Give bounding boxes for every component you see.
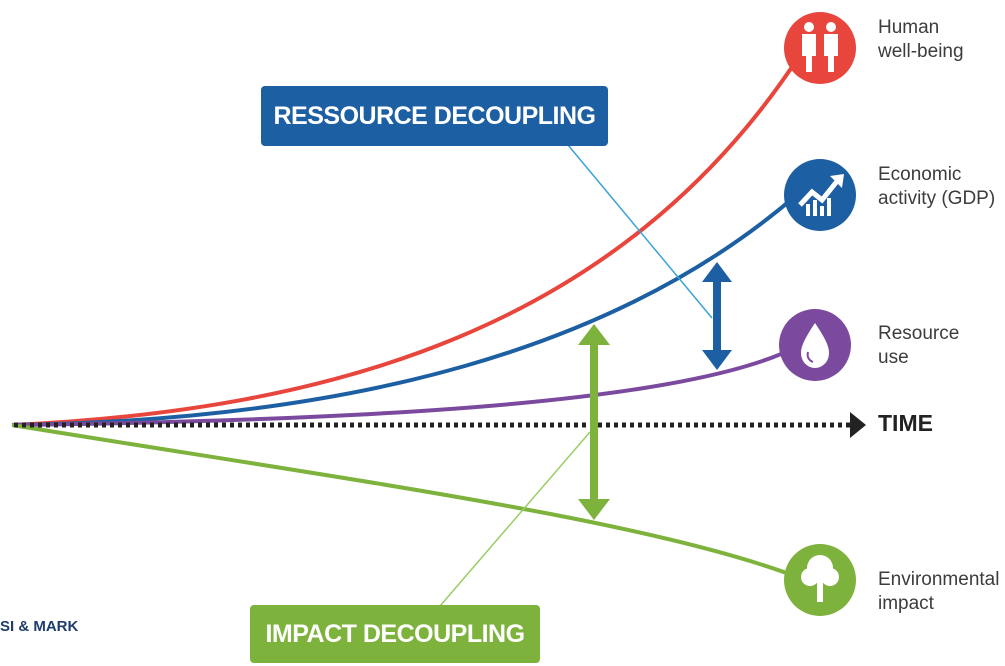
time-axis-label: TIME [878,410,933,436]
resource-decoupling-arrow [702,262,732,370]
curve-gdp [11,190,802,427]
resource-label: Resource use [878,323,960,368]
tree-icon [784,544,856,616]
impact-decoupling-text: IMPACT DECOUPLING [265,619,525,648]
wellbeing-label: Human well-being [878,17,964,62]
water-drop-icon [779,309,851,381]
growth-chart-icon [784,159,856,231]
resource-decoupling-text: RESSOURCE DECOUPLING [273,101,596,130]
impact-decoupling-box: IMPACT DECOUPLING [250,605,540,663]
resource-decoupling-box: RESSOURCE DECOUPLING [261,86,608,146]
curve-environment [11,423,801,580]
curve-wellbeing [11,53,802,427]
people-icon [784,12,856,84]
curve-resource [11,343,801,427]
time-axis-arrowhead [850,412,866,438]
impact-decoupling-arrow [578,324,610,520]
environment-label: Environmental impact [878,569,1000,614]
gdp-label: Economic activity (GDP) [878,164,996,209]
resource-decoupling-connector [567,144,713,319]
impact-decoupling-connector [439,431,591,607]
footer-credit: SI & MARK [0,618,79,635]
